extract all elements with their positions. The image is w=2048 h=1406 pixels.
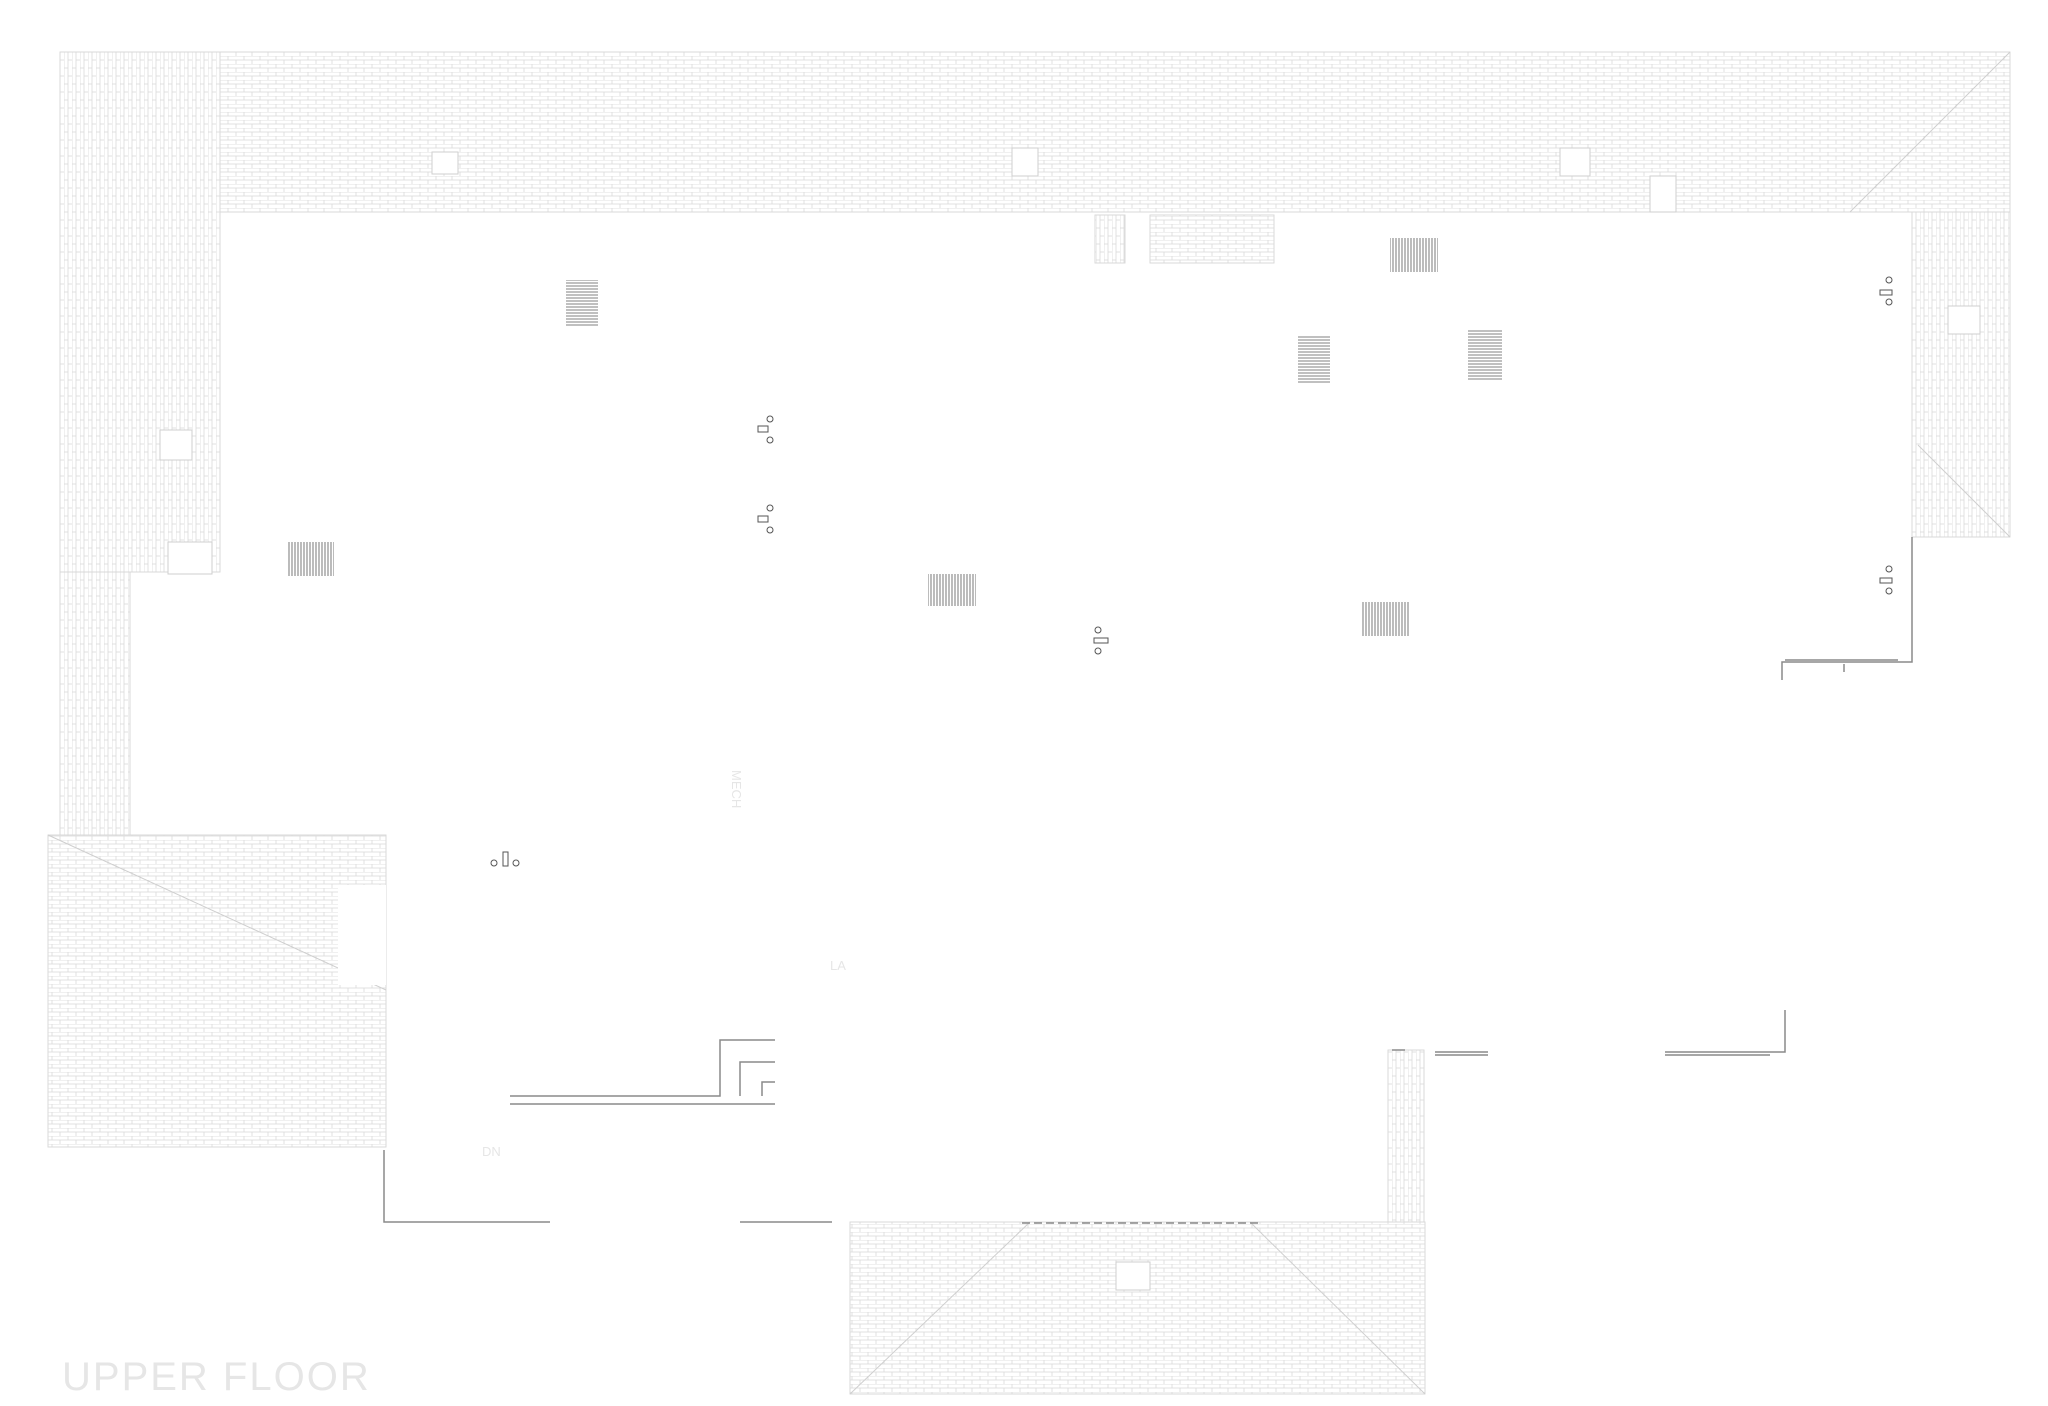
skylight-vent-icon: [1390, 238, 1438, 272]
light-fixtures: [490, 276, 1893, 867]
skylight-vent-icon: [566, 280, 598, 326]
skylight-vent-icon: [1362, 602, 1410, 636]
roof-bottom-left: [47, 834, 387, 1148]
skylight-vent-icon: [1468, 330, 1502, 380]
skylight-vent-icon: [1298, 336, 1330, 384]
room-label-la: LA: [830, 958, 846, 973]
light-fixture-icon: [1093, 626, 1109, 655]
drawing-title: UPPER FLOOR: [62, 1355, 371, 1399]
skylight-vent-icon: [928, 574, 976, 606]
skylight-vent-icon: [288, 542, 334, 576]
roof-left: [59, 51, 221, 893]
light-fixture-icon: [757, 415, 774, 444]
roof-right: [1911, 211, 2011, 538]
light-fixture-icon: [757, 504, 774, 534]
room-label-dn: DN: [482, 1144, 501, 1159]
walls: [383, 537, 1913, 1223]
skylight-vents: [288, 238, 1502, 636]
room-label-mech: MECH: [729, 770, 744, 808]
light-fixture-icon: [1879, 276, 1893, 306]
light-fixture-icon: [1879, 565, 1893, 595]
roof-top: [59, 51, 2011, 213]
roof-bottom-center: [849, 1049, 1426, 1395]
tile-patches: [1094, 214, 1275, 264]
light-fixture-icon: [490, 851, 520, 867]
